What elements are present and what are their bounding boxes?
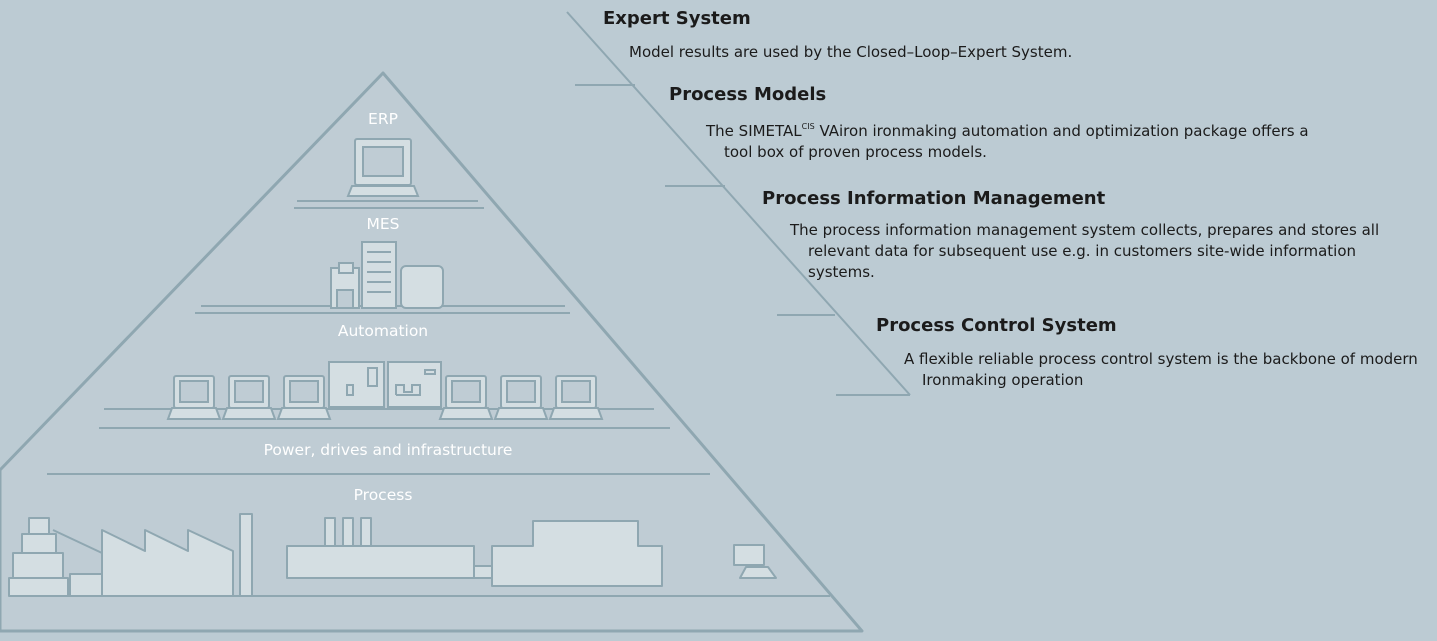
pyramid-outline	[0, 71, 864, 633]
level-text-process-models-sup: CIS	[801, 122, 815, 131]
automation-terminals-icon	[166, 361, 604, 420]
level-title-expert-system: Expert System	[603, 8, 751, 29]
pyramid-label-erp: ERP	[368, 110, 398, 128]
pyramid-label-process: Process	[353, 486, 413, 504]
mes-server-icon	[330, 241, 444, 309]
level-text-process-models-part1: The SIMETAL	[706, 122, 802, 140]
level-title-process-models: Process Models	[669, 84, 827, 105]
pyramid-label-power: Power, drives and infrastructure	[263, 441, 513, 459]
level-text-expert-system: Model results are used by the Closed–Loo…	[629, 43, 1073, 61]
pyramid-label-mes: MES	[366, 215, 400, 233]
pyramid-slant-line	[566, 11, 911, 396]
level-text-process-information-management: The process information management syste…	[790, 221, 1380, 281]
level-title-process-information-management: Process Information Management	[762, 188, 1106, 209]
level-title-process-control-system: Process Control System	[876, 315, 1117, 336]
process-plant-icon	[8, 513, 777, 597]
level-text-process-models: The SIMETALCIS VAiron ironmaking automat…	[706, 116, 1324, 163]
level-text-process-control-system: A flexible reliable process control syst…	[904, 350, 1418, 389]
level-text-process-models-part2: VAiron ironmaking automation and optimiz…	[724, 122, 1309, 161]
erp-computer-icon	[346, 138, 420, 197]
pyramid-label-automation: Automation	[337, 322, 429, 340]
